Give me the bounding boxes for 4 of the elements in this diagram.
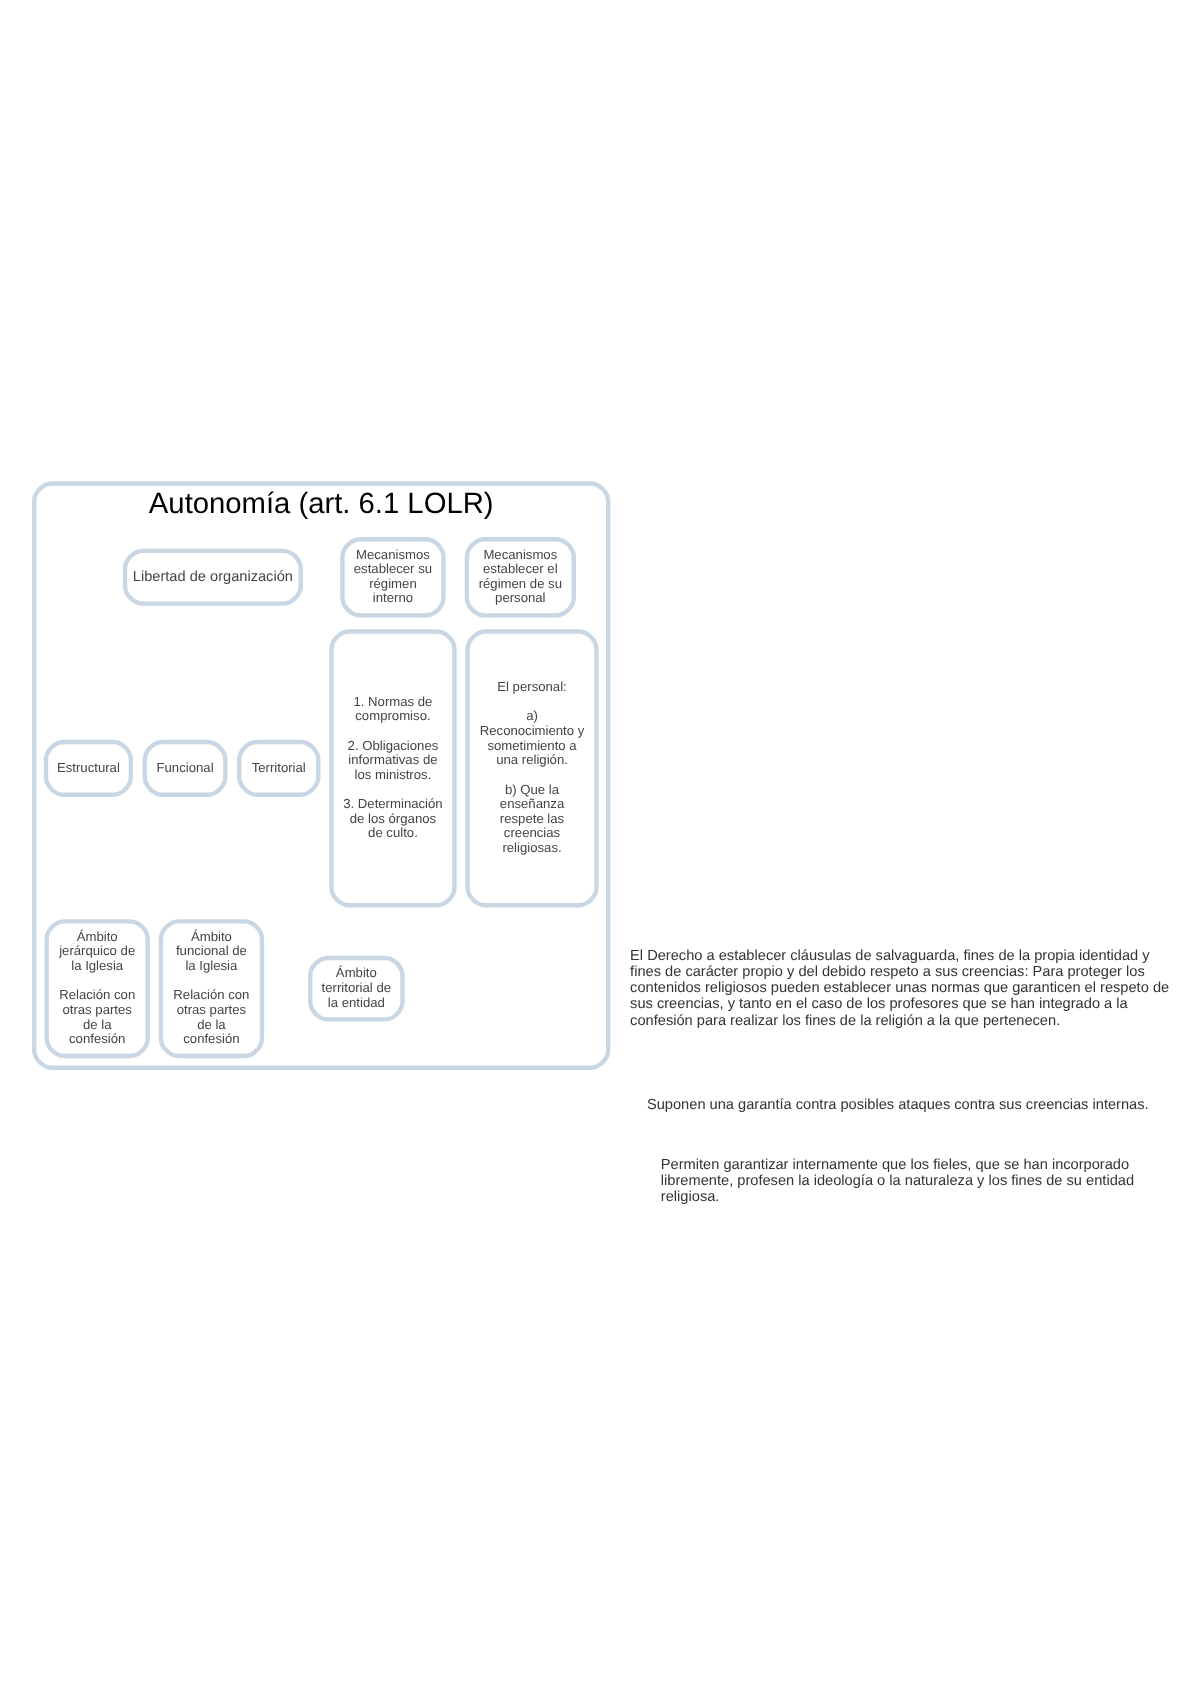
label: Suponen una garantía contra posibles ataques contra sus creencias internas. bbox=[646, 1094, 1149, 1113]
label: El Derecho a establecer cláusulas de salvaguarda, fines de la propia identidad y fines de carácter propio y del debido respeto a sus creencias: Para proteger los contenidos religiosos pueden establecer unas normas que garanticen el respeto de sus creencias, y tanto en el caso de los profesores que se han integrado a la confesión para realizar los fines de la religión a la que pertenecen. bbox=[630, 945, 1170, 1028]
label: Permiten garantizar internamente que los fieles, que se han incorporado libremente, profesen la ideología o la naturaleza y los fines de su entidad religiosa. bbox=[660, 1153, 1135, 1204]
node-box: Libertad de organización bbox=[122, 547, 303, 605]
